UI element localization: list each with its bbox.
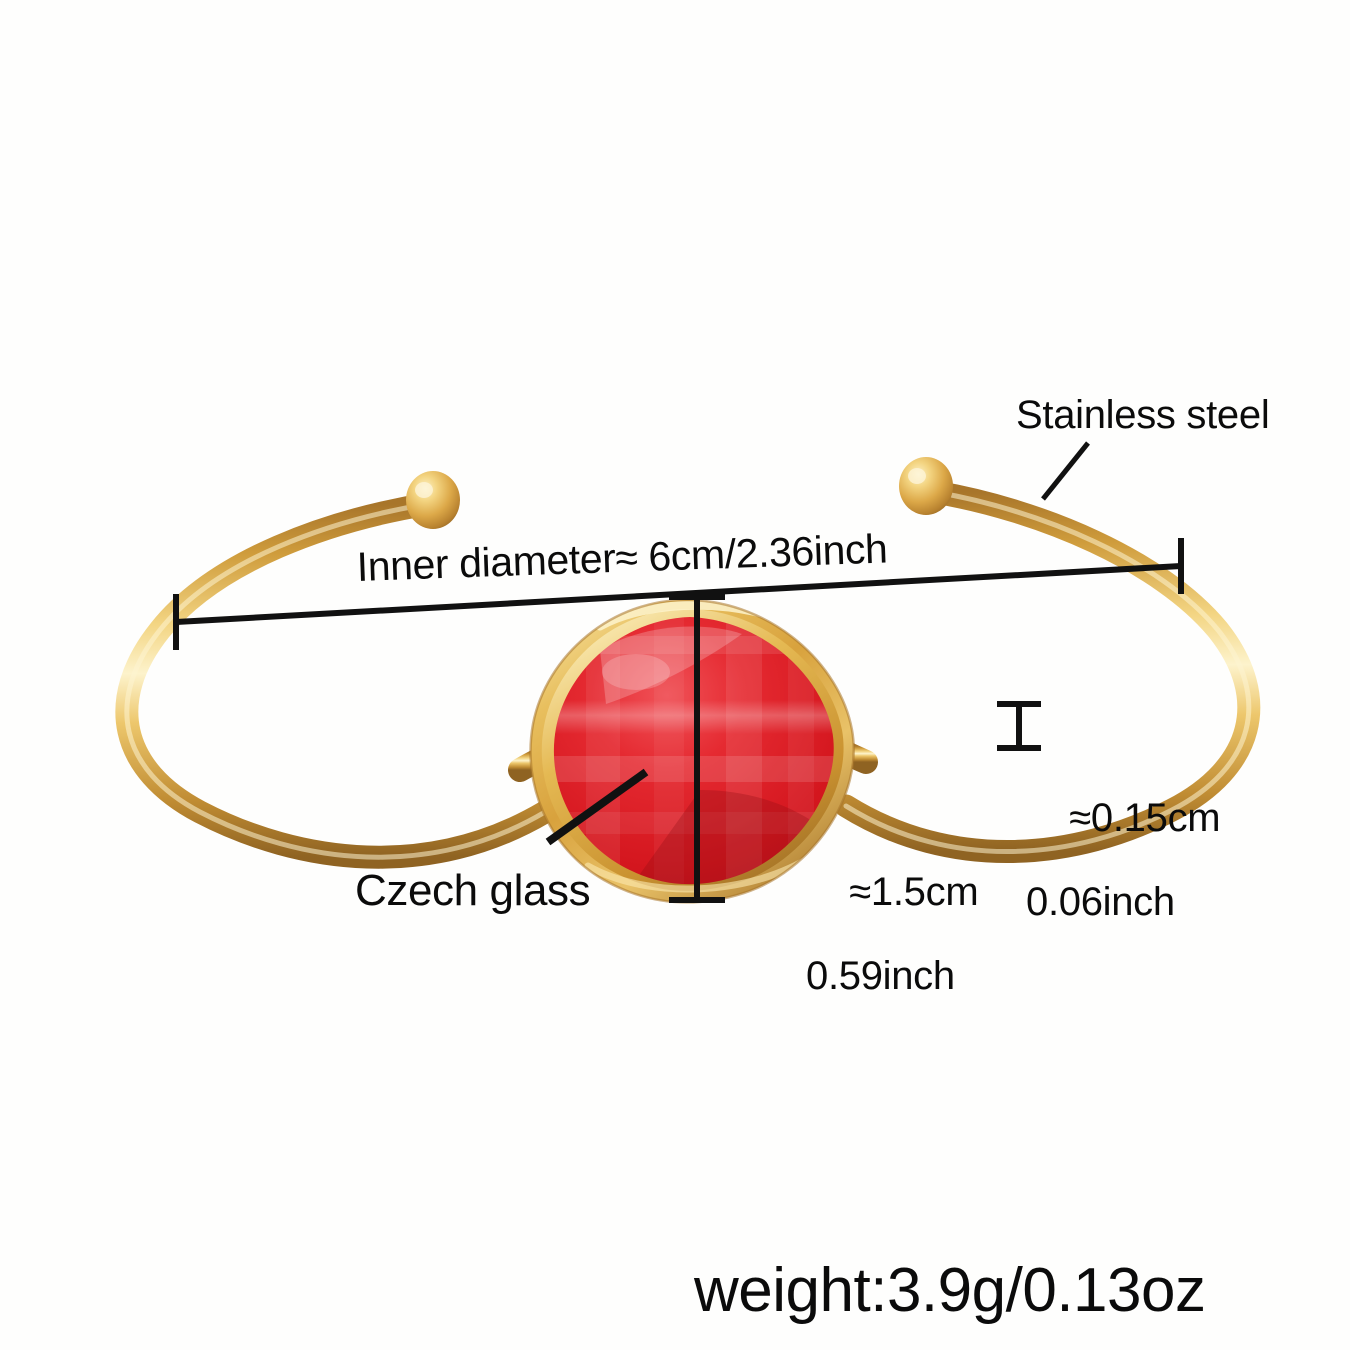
czech-glass-leader-line — [545, 768, 649, 846]
label-weight: weight:3.9g/0.13oz — [694, 1256, 1206, 1325]
label-stone-size-cm: ≈1.5cm — [849, 870, 979, 914]
label-stone-size-inch: 0.59inch — [806, 954, 955, 998]
stone-height-dimension-line — [669, 594, 725, 903]
stainless-steel-leader-line — [1041, 441, 1090, 501]
czech-glass-stone — [553, 617, 834, 885]
label-stainless-steel: Stainless steel — [1016, 393, 1270, 437]
label-czech-glass: Czech glass — [355, 866, 591, 915]
wire-thickness-caliper-mark — [997, 701, 1041, 751]
ball-terminal-left — [406, 471, 460, 529]
label-wire-thickness: ≈0.15cm 0.06inch — [1026, 755, 1221, 1007]
label-wire-thickness-cm: ≈0.15cm — [1069, 796, 1221, 840]
label-stone-size: ≈1.5cm 0.59inch — [806, 829, 979, 1081]
label-wire-thickness-inch: 0.06inch — [1026, 880, 1175, 924]
ball-terminal-right — [899, 457, 953, 515]
